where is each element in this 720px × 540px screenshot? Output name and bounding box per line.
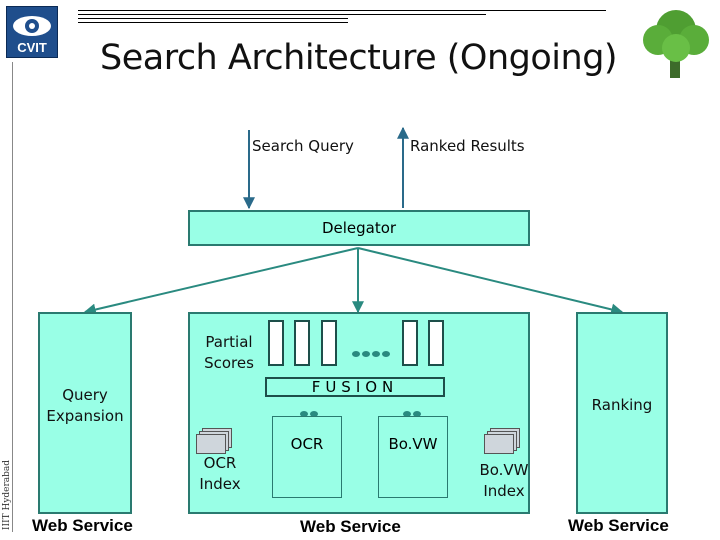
search-query-label: Search Query	[252, 137, 354, 155]
web-service-left-label: Web Service	[32, 516, 133, 535]
ocr-index-line2: Index	[199, 475, 241, 493]
ocr-engine-box: OCR	[272, 416, 342, 498]
ocr-engine-label: OCR	[290, 435, 324, 453]
logo-text: CVIT	[17, 40, 47, 55]
query-expansion-label: Query Expansion	[30, 385, 140, 427]
query-expansion-box	[38, 312, 132, 514]
cvit-logo: CVIT	[5, 5, 59, 59]
index-stack-icon	[484, 428, 520, 454]
delegator-to-query-expansion	[83, 247, 359, 316]
partial-scores-line1: Partial	[205, 333, 253, 351]
query-expansion-line2: Expansion	[46, 407, 124, 425]
ranking-box	[576, 312, 668, 514]
partial-score-slot	[321, 320, 337, 366]
ellipsis-dots	[403, 404, 423, 417]
bovw-index-label: Bo.VW Index	[474, 460, 534, 502]
ranked-results-label: Ranked Results	[410, 137, 525, 155]
header-rule-4	[78, 22, 348, 23]
ocr-index-label: OCR Index	[190, 453, 250, 495]
tree-logo-icon	[643, 10, 709, 78]
ocr-index-line1: OCR	[203, 454, 237, 472]
web-service-right-label: Web Service	[568, 516, 669, 535]
ranking-label: Ranking	[591, 396, 653, 414]
partial-scores-label: Partial Scores	[196, 332, 262, 374]
ellipsis-dots	[300, 404, 320, 417]
header-rule-3	[78, 18, 348, 19]
query-expansion-line1: Query	[62, 386, 108, 404]
page-title: Search Architecture (Ongoing)	[100, 38, 618, 78]
delegator-box: Delegator	[188, 210, 530, 246]
search-core-box	[188, 312, 530, 514]
eye-logo-icon	[5, 5, 59, 59]
delegator-to-ranking	[357, 247, 624, 316]
bovw-engine-box: Bo.VW	[378, 416, 448, 498]
fusion-box: FUSION	[265, 377, 445, 397]
partial-score-slot	[402, 320, 418, 366]
side-divider	[12, 62, 13, 532]
header-rule-2	[78, 14, 486, 15]
partial-scores-line2: Scores	[204, 354, 254, 372]
bovw-index-line1: Bo.VW	[479, 461, 529, 479]
partial-score-slot	[428, 320, 444, 366]
index-stack-icon	[196, 428, 232, 454]
bovw-engine-label: Bo.VW	[388, 435, 438, 453]
partial-score-slot	[294, 320, 310, 366]
bovw-index-line2: Index	[483, 482, 525, 500]
ellipsis-dots	[352, 344, 392, 357]
partial-score-slot	[268, 320, 284, 366]
tree-logo	[636, 4, 716, 82]
header-rule-1	[78, 10, 606, 11]
fusion-label: FUSION	[311, 378, 399, 396]
delegator-label: Delegator	[321, 219, 397, 237]
web-service-center-label: Web Service	[300, 517, 401, 536]
